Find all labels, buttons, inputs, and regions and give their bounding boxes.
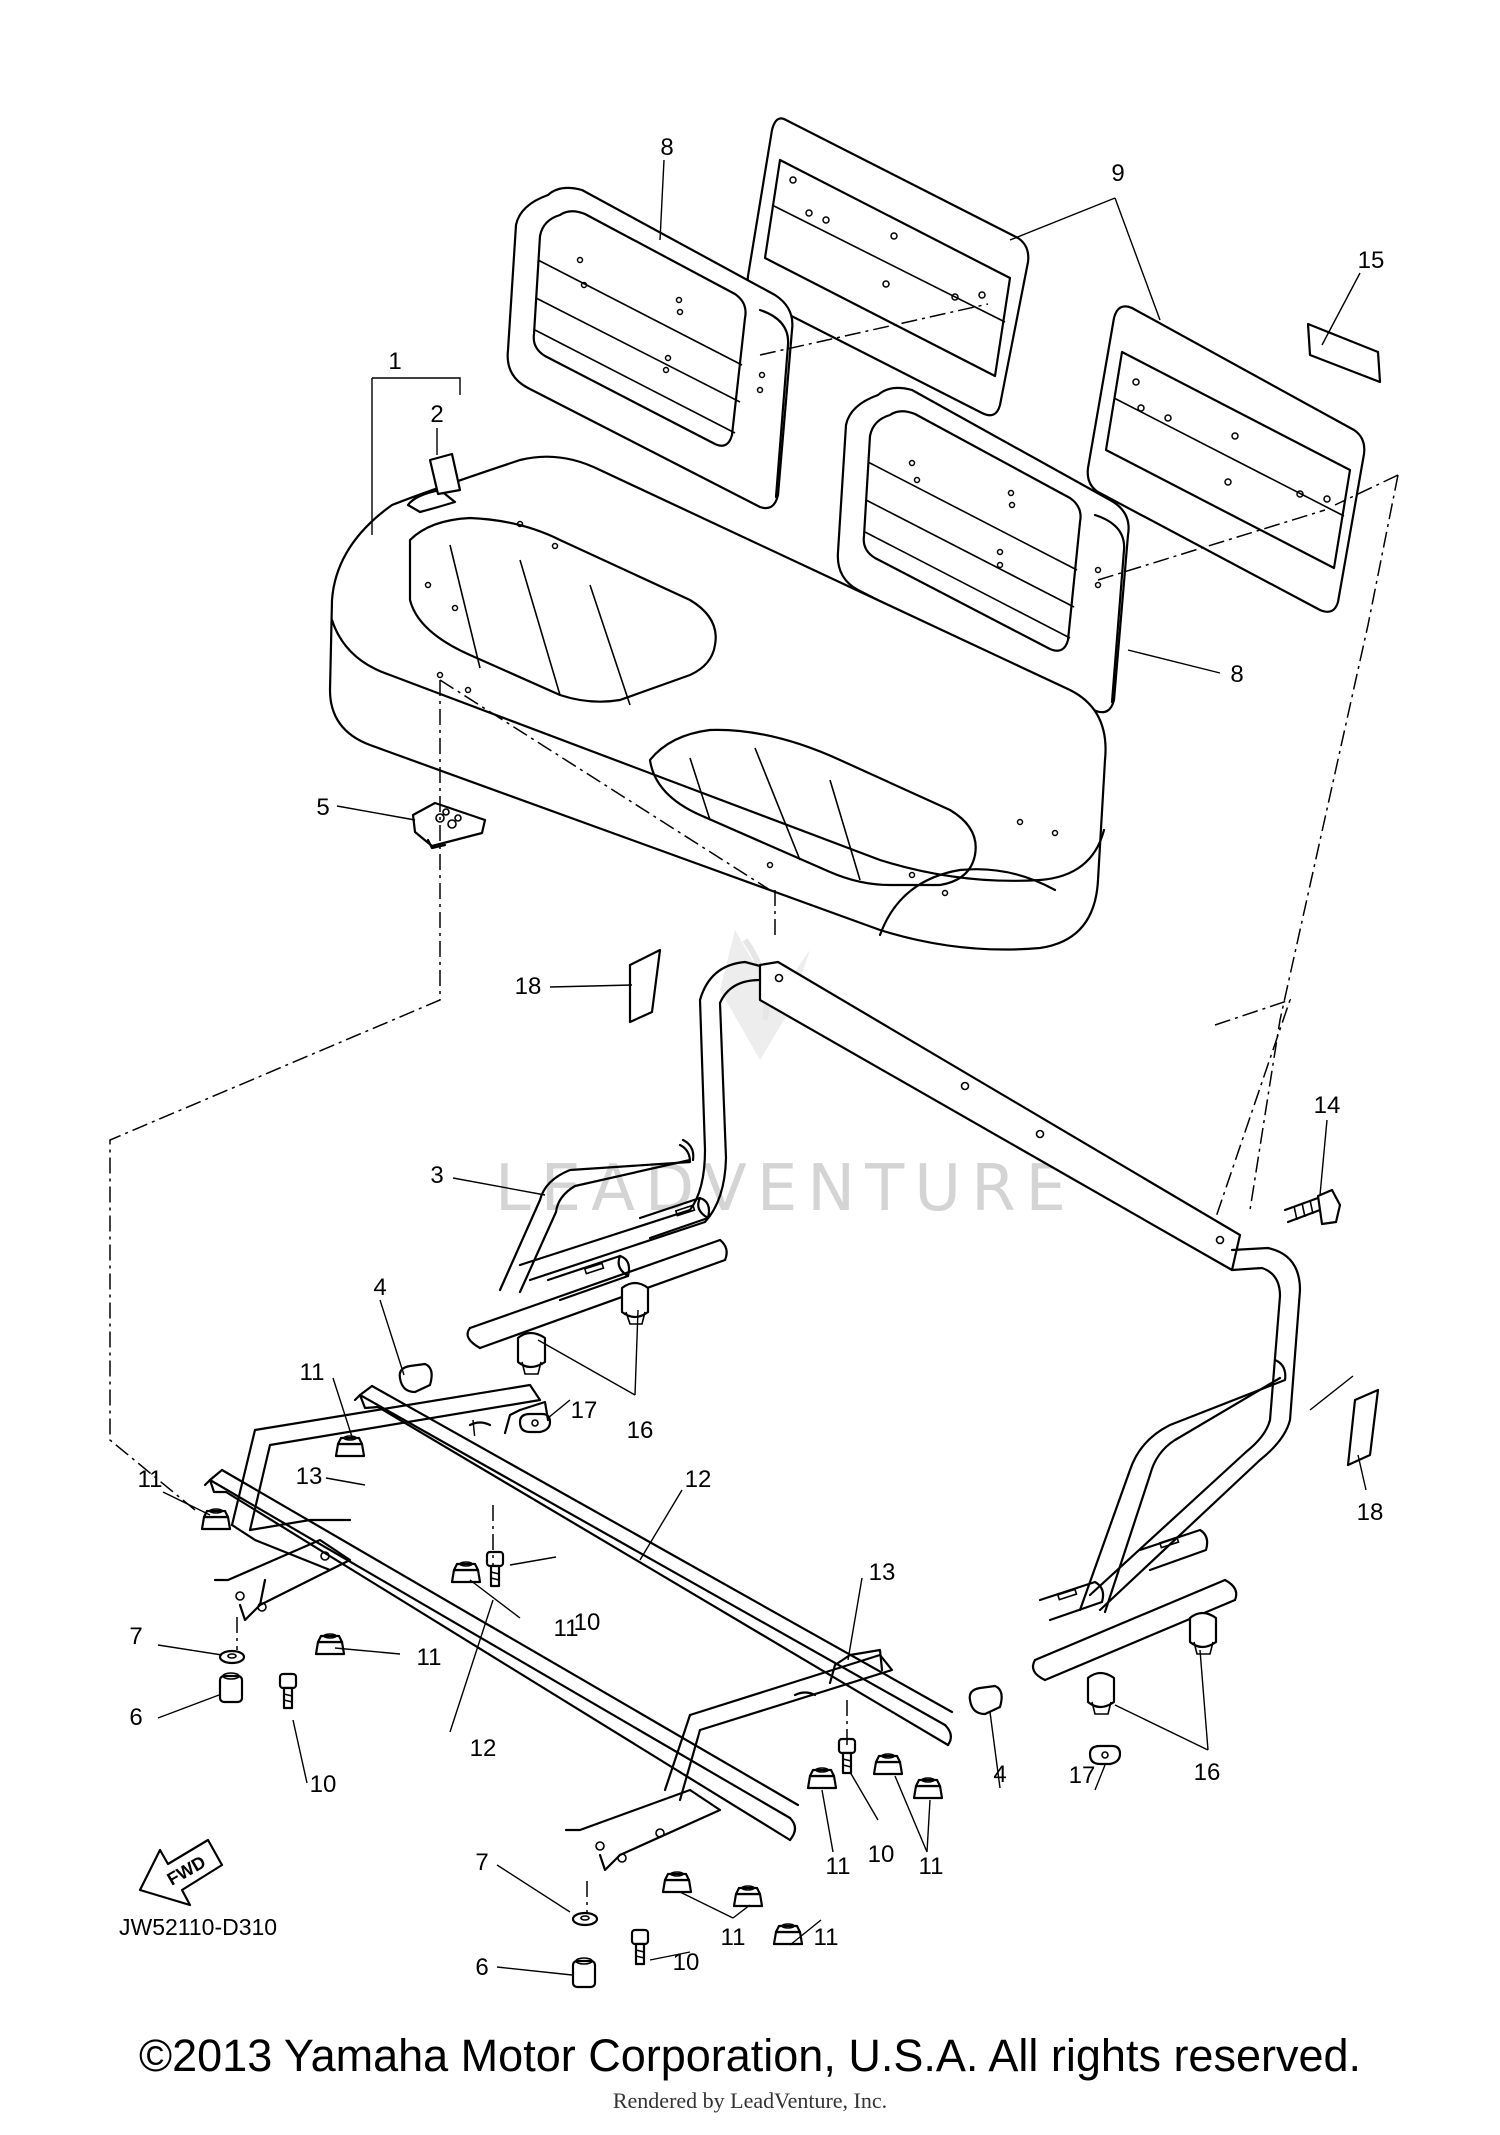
fwd-arrow: FWD [138,1838,224,1907]
end-cap-left [398,1362,433,1394]
callout-13-b: 13 [869,1559,896,1586]
callout-11-g: 11 [721,1924,746,1951]
seat-label-2 [428,452,462,496]
callout-14: 14 [1314,1092,1341,1119]
callout-3: 3 [430,1162,443,1189]
callout-10-b: 10 [310,1771,337,1798]
callout-16-right: 16 [1194,1759,1221,1786]
copyright-notice: ©2013 Yamaha Motor Corporation, U.S.A. A… [138,2030,1362,2081]
callout-2: 2 [430,401,443,428]
callout-7-left: 7 [129,1623,142,1650]
rendered-by-notice: Rendered by LeadVenture, Inc. [612,2088,888,2113]
mount-bracket-left [213,1383,550,1622]
callout-17-left: 17 [571,1397,598,1424]
assembly-lines [109,303,1399,1912]
callout-4-left: 4 [373,1274,386,1301]
callout-9: 9 [1111,160,1124,187]
callout-13-a: 13 [296,1463,323,1490]
callout-7-right: 7 [475,1849,488,1876]
callout-18-left: 18 [515,973,542,1000]
seat-back-plate-left [746,117,1030,417]
mount-bracket-right [564,1648,894,1872]
callout-10-c: 10 [868,1841,895,1868]
flange-nuts [200,1435,944,1946]
callout-11-c: 11 [554,1615,579,1642]
callout-6-left: 6 [129,1704,142,1731]
bolt-14 [1283,1188,1342,1226]
callout-11-b: 11 [138,1466,163,1493]
watermark-text: LEADVENTURE [495,1152,1076,1226]
sticker-18-left [628,948,662,1024]
callout-4-right: 4 [993,1761,1006,1788]
callout-11-d: 11 [417,1644,442,1671]
callout-12-b: 12 [470,1735,497,1762]
seat-cushion [328,455,1107,951]
callout-8-bottom: 8 [1230,661,1243,688]
callout-16-left: 16 [627,1417,654,1444]
callout-18-right: 18 [1357,1499,1384,1526]
callout-11-h: 11 [814,1924,839,1951]
callout-10-d: 10 [673,1949,700,1976]
callout-15: 15 [1358,247,1385,274]
bolts [218,1550,857,1989]
callout-11-a: 11 [300,1359,325,1386]
rubber-stop-set-left [516,1281,650,1434]
callout-8-top: 8 [660,134,673,161]
callout-12-a: 12 [685,1466,712,1493]
callout-6-right: 6 [475,1954,488,1981]
sticker-15 [1306,322,1382,384]
callout-11-f: 11 [919,1853,944,1880]
callout-5: 5 [316,794,329,821]
end-cap-right [968,1684,1003,1716]
seat-back-plate-right [1086,305,1366,613]
mount-rail-lower [203,1468,800,1842]
rubber-stop-set-right [1086,1611,1218,1766]
seat-back-left [506,186,794,510]
sticker-18-right [1346,1388,1380,1467]
diagram-code: JW52110-D310 [119,1914,277,1940]
callout-10-a: 10 [574,1609,601,1636]
seat-clip [411,801,487,850]
seat-frame [466,960,1302,1682]
mount-rail-upper [353,1384,954,1747]
callout-11-e: 11 [826,1853,851,1880]
callout-17-right: 17 [1069,1762,1096,1789]
callout-leaders [157,159,1367,1976]
seat-back-right [836,386,1130,714]
callout-1: 1 [388,348,401,375]
